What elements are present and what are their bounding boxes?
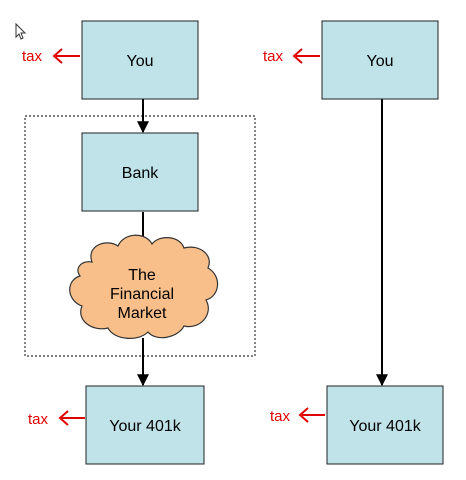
right-tax-bottom-label: tax <box>270 408 291 425</box>
cloud-line-2: Financial <box>110 286 174 303</box>
bank-box: Bank <box>81 132 199 212</box>
left-you-label: You <box>127 53 154 70</box>
right-401k-box: Your 401k <box>326 385 444 465</box>
left-tax-bottom: tax <box>28 410 85 428</box>
cloud-line-3: Market <box>118 305 167 322</box>
cloud-line-1: The <box>128 267 156 284</box>
right-tax-top-label: tax <box>263 48 284 65</box>
right-tax-bottom: tax <box>270 407 325 425</box>
left-401k-label: Your 401k <box>109 418 181 435</box>
right-tax-top: tax <box>263 48 320 65</box>
intermediary-enclosure <box>24 115 256 357</box>
left-you-box: You <box>81 20 199 100</box>
right-you-label: You <box>367 53 394 70</box>
left-tax-bottom-label: tax <box>28 411 49 428</box>
mouse-pointer-icon <box>15 22 27 40</box>
financial-market-cloud: The Financial Market <box>69 234 219 339</box>
left-tax-top-label: tax <box>22 48 43 65</box>
right-401k-label: Your 401k <box>349 418 421 435</box>
right-you-box: You <box>321 20 439 100</box>
left-401k-box: Your 401k <box>85 385 205 465</box>
bank-label: Bank <box>122 165 159 182</box>
left-tax-top: tax <box>22 48 80 65</box>
